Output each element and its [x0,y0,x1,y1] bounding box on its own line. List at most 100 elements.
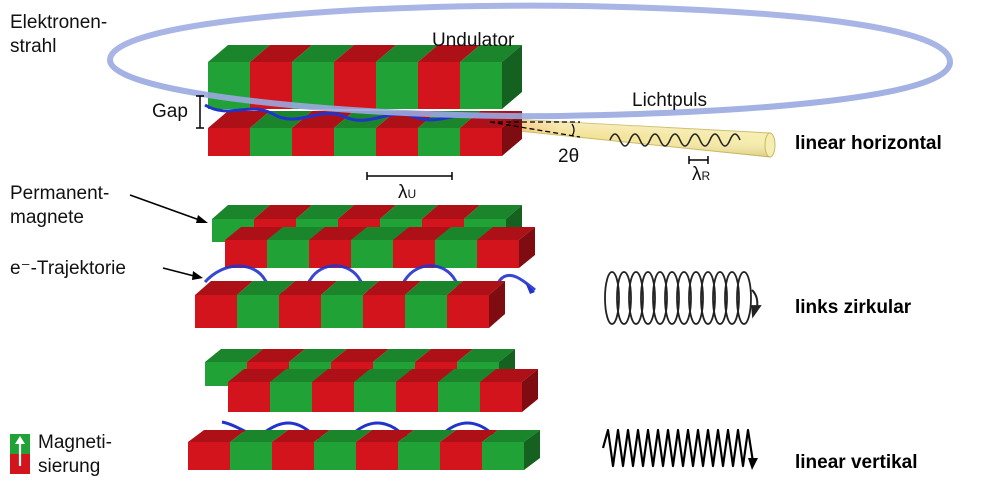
magnet-block-top [418,45,480,62]
magnet-block-front [292,62,334,109]
magnet-block-front [208,128,250,156]
magnet-block-front [354,382,396,412]
lambda-u-bracket [366,172,453,180]
magnet-block-front [267,240,309,268]
magnet-block-front [188,442,230,470]
magnet-block-front [477,240,519,268]
magnet-block-front [440,442,482,470]
label-electron-beam-2: strahl [10,36,57,57]
magnet-row-middle-lower [195,281,505,328]
magnet-block-top [354,369,412,382]
label-light-pulse: Lichtpuls [632,90,707,111]
magnet-row-middle-upper [212,205,535,268]
magnet-block-front [195,295,237,328]
magnet-block-top [270,369,328,382]
magnet-block-front [396,382,438,412]
lambda-r-symbol: λ [692,164,702,185]
trajectory-linear-vertical [221,420,513,448]
magnet-block-top [363,281,421,295]
magnet-block-side [519,227,535,268]
magnet-block-top [482,430,540,442]
magnet-block-front [312,382,354,412]
magnet-block-top [296,205,354,219]
magnet-block-top [247,349,305,362]
trajectory-linear-horizontal [204,103,491,122]
magnet-block-top [279,281,337,295]
magnet-block-top [334,45,396,62]
label-trajectory: e⁻-Trajektorie [10,258,126,279]
magnet-block-front [363,295,405,328]
magnet-block-front [405,295,447,328]
magnet-block-top [321,281,379,295]
storage-ring-back [107,2,953,63]
magnet-block-front [334,128,376,156]
label-lambda-u: λU [398,182,416,205]
magnet-block-top [237,281,295,295]
magnet-block-front [460,62,502,109]
magnet-block-top [208,45,270,62]
mode-left-circular: links zirkular [795,297,912,318]
magnet-block-top [440,430,498,442]
magnet-block-front [237,295,279,328]
magnet-block-front [398,442,440,470]
magnet-block-top [396,369,454,382]
magnet-block-top [289,349,347,362]
label-two-theta: 2θ [558,146,580,167]
magnet-block-front [356,442,398,470]
magnet-block-top [309,227,367,240]
magnetization-legend-icon [10,434,30,474]
magnet-block-front [435,240,477,268]
magnet-row-bottom-lower [188,430,540,470]
magnet-block-front [314,442,356,470]
trajectory-arrow [162,267,199,278]
lambda-r-subscript: R [701,169,711,183]
magnet-block-top [230,430,288,442]
magnet-block-top [480,369,538,382]
lambda-r-bracket [688,156,709,164]
magnet-block-side [524,430,540,470]
magnet-block-top [422,205,480,219]
label-electron-beam-1: Elektronen- [10,12,108,33]
magnet-block-top [380,205,438,219]
magnet-block-side [489,281,505,328]
magnet-block-front [393,240,435,268]
magnet-block-top [338,205,396,219]
permanent-magnet-arrow [129,194,206,223]
magnet-block-top [250,45,312,62]
magnet-block-front [292,128,334,156]
magnet-block-front [480,382,522,412]
label-permanent-magnets-1: Permanent- [10,183,110,204]
magnet-block-front [270,382,312,412]
magnet-block-front [228,382,270,412]
magnet-block-front [230,442,272,470]
magnet-block-front [447,295,489,328]
label-magnetization-1: Magneti- [38,432,112,453]
magnet-block-top [477,227,535,240]
magnet-block-top [208,111,270,128]
angle-arc [571,123,575,137]
magnet-block-front [279,295,321,328]
magnet-block-top [351,227,409,240]
magnet-block-front [418,128,460,156]
label-permanent-magnets-2: magnete [10,207,84,228]
magnet-block-front [250,128,292,156]
magnet-block-top [225,227,283,240]
magnet-block-front [460,128,502,156]
magnet-block-front [418,62,460,109]
magnet-block-top [272,430,330,442]
mode-linear-vertical: linear vertikal [795,452,918,473]
magnet-block-top [356,430,414,442]
mode-linear-horizontal: linear horizontal [795,133,942,154]
magnet-block-top [393,227,451,240]
label-gap: Gap [152,101,188,122]
magnet-block-front [225,240,267,268]
magnet-row-top-upper [208,45,522,109]
magnet-block-top [464,205,522,219]
magnet-block-front [309,240,351,268]
magnet-row-bottom-upper [205,349,538,412]
magnet-block-front [376,128,418,156]
magnet-block-top [312,369,370,382]
magnet-block-top [314,430,372,442]
